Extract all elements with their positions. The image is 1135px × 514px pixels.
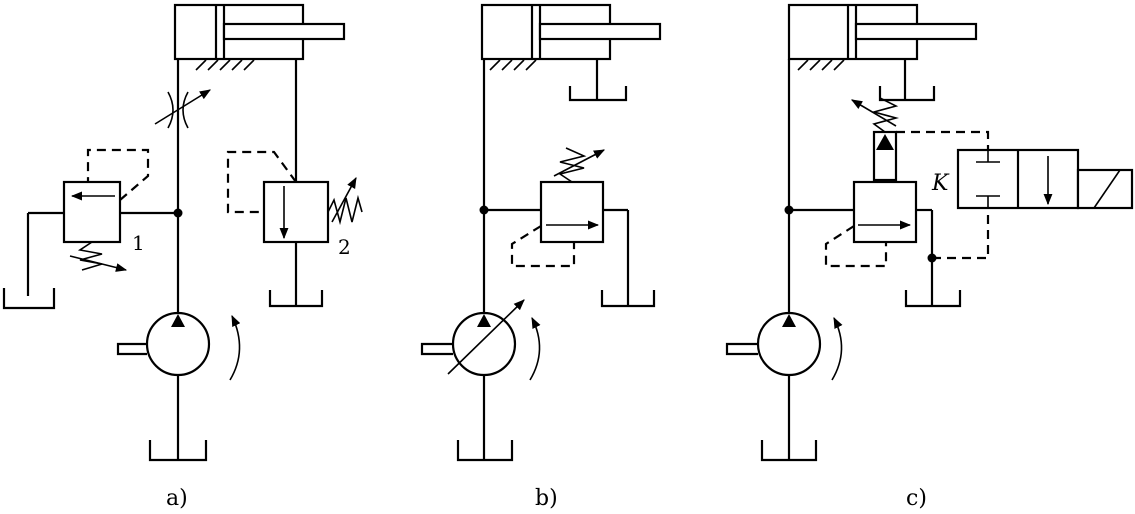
- tank-icon: [904, 290, 962, 308]
- hydraulic-cylinder-c: [787, 3, 978, 61]
- throttle-valve-icon: [154, 89, 211, 129]
- tank-icon: [760, 440, 818, 462]
- cylinder-mount-hatch-a: [195, 58, 255, 71]
- caption-a: a): [166, 486, 188, 511]
- panel-b: b): [420, 3, 662, 511]
- tank-icon: [268, 290, 324, 308]
- tank-icon: [568, 86, 628, 102]
- tank-icon: [878, 86, 936, 102]
- hydraulic-cylinder-a: [173, 3, 346, 61]
- relief-valve-c: [789, 180, 934, 306]
- spring-icon: [558, 147, 587, 183]
- relief-valve-1: [26, 148, 178, 296]
- caption-c: c): [906, 486, 927, 511]
- cylinder-mount-hatch-b: [489, 58, 540, 71]
- valve-2: [226, 150, 363, 306]
- vent-line-lower: [932, 196, 990, 260]
- tank-icon: [600, 290, 656, 308]
- spring-icon: [77, 241, 103, 271]
- relief-valve-b: [484, 147, 630, 306]
- pilot-valve-c: [851, 97, 900, 182]
- tank-icon: [148, 440, 208, 462]
- label-valve-2: 2: [338, 235, 351, 259]
- spring-icon: [870, 97, 900, 133]
- cylinder-mount-hatch-c: [797, 58, 846, 71]
- solenoid-valve-k: [956, 148, 1134, 210]
- panel-a: 1 2 a): [2, 3, 363, 511]
- label-k: K: [931, 171, 950, 196]
- tank-icon: [2, 288, 56, 310]
- tank-icon: [456, 440, 514, 462]
- solenoid-coil-icon: [1076, 168, 1134, 210]
- fixed-pump-icon: [725, 311, 843, 460]
- hydraulic-cylinder-b: [480, 3, 662, 61]
- caption-b: b): [535, 486, 558, 511]
- variable-pump-icon: [420, 299, 541, 460]
- panel-c: K c): [725, 3, 1134, 511]
- fixed-pump-icon: [116, 311, 241, 460]
- label-valve-1: 1: [132, 231, 145, 255]
